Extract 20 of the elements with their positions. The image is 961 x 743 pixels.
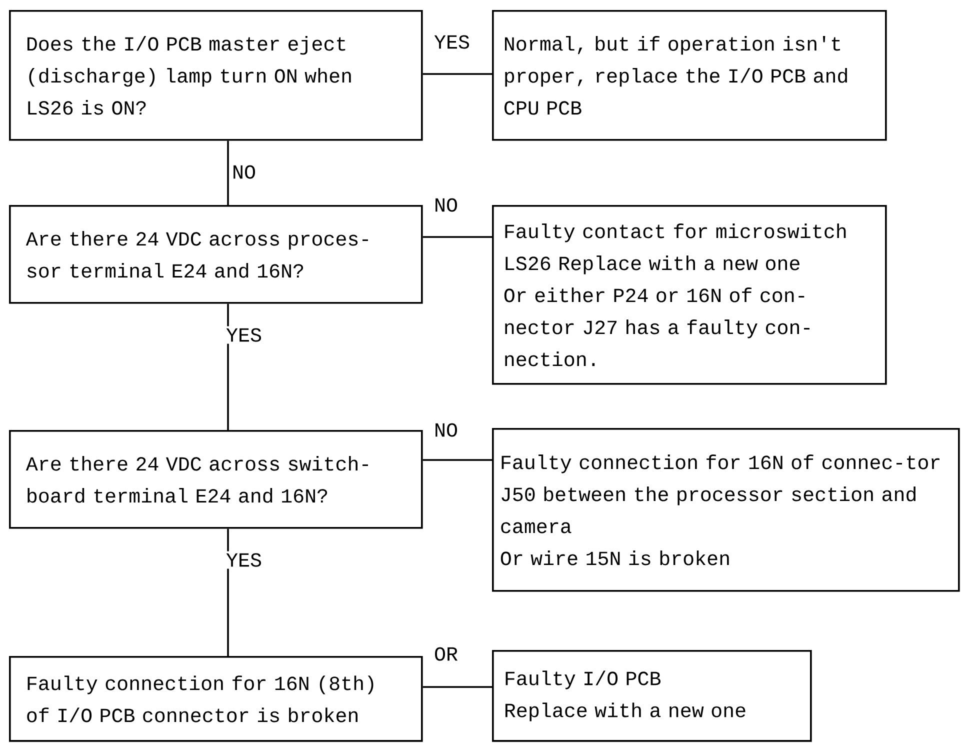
process-box: Are there 24 VDC across switch-board terminal E24 and 16N? [9, 430, 423, 529]
process-box: Faulty I/O PCB Replace with a new one [492, 650, 812, 742]
connector-line [422, 459, 492, 461]
connector-line [227, 140, 229, 205]
connector-line [422, 686, 492, 688]
process-box: Faulty contact for microswitch LS26 Replace with a new one Or either P24 or 16N of con-nector J27 has a faulty con-nection. [492, 205, 887, 385]
process-box: Does the I/O PCB master eject (discharge) lamp turn ON when LS26 is ON? [9, 10, 423, 141]
edge-label: YES [432, 33, 472, 51]
edge-label: NO [432, 421, 460, 439]
edge-label: YES [224, 551, 264, 569]
process-box: Faulty connection for 16N (8th) of I/O PCB connector is broken [9, 656, 423, 742]
edge-label: NO [432, 196, 460, 214]
edge-label: NO [230, 163, 258, 181]
process-box: Are there 24 VDC across proces-sor terminal E24 and 16N? [9, 205, 423, 304]
connector-line [422, 236, 492, 238]
edge-label: YES [224, 326, 264, 344]
connector-line [422, 73, 492, 75]
edge-label: OR [432, 645, 460, 663]
process-box: Normal, but if operation isn't proper, replace the I/O PCB and CPU PCB [492, 10, 887, 141]
process-box: Faulty connection for 16N of connec-tor J50 between the processor section and camera Or wire 15N is broken [492, 428, 960, 592]
